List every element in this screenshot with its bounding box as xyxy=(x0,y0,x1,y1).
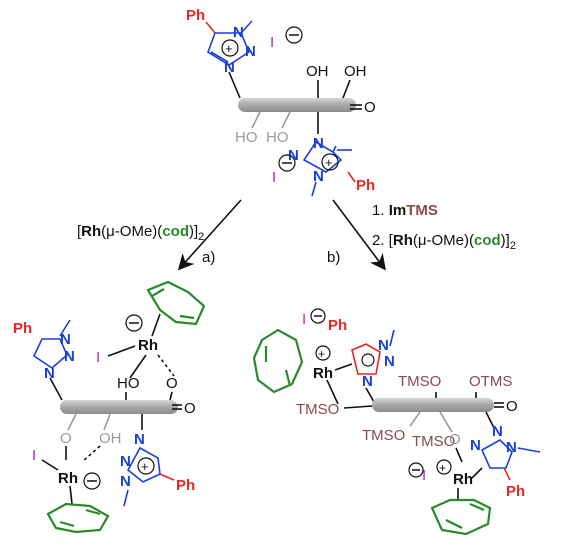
n-atom: N xyxy=(233,24,244,41)
n-atom: N xyxy=(384,353,395,370)
reagent-b-step2: 2. [Rh(μ-OMe)(cod)]2 xyxy=(372,232,516,252)
n-atom: N xyxy=(313,168,324,185)
plus-sign: + xyxy=(225,41,233,56)
rh-label: Rh xyxy=(313,365,333,382)
hydroxyl-label: HO xyxy=(266,129,289,146)
hydroxyl-label: HO xyxy=(235,129,258,146)
sugar-chain xyxy=(372,398,494,412)
iodide-label: I xyxy=(422,467,426,484)
carbonyl-oxygen: O xyxy=(184,400,196,417)
path-b-label: b) xyxy=(327,249,340,266)
ho-label: HO xyxy=(117,375,140,392)
o-lower: O xyxy=(60,430,72,447)
plus-charge-icon xyxy=(436,459,452,475)
arrow-path-b xyxy=(332,199,386,271)
n-atom: N xyxy=(44,365,55,382)
n-atom: N xyxy=(245,43,256,60)
n-atom: N xyxy=(60,331,71,348)
reagent-a-text: [Rh(μ-OMe)(cod)]2 xyxy=(77,223,204,243)
hydroxyl-label: OH xyxy=(306,63,329,80)
iodide-label: I xyxy=(272,169,276,186)
n-atom: N xyxy=(313,135,324,152)
rh-label: Rh xyxy=(138,337,158,354)
oh-lower: OH xyxy=(99,430,122,447)
minus-charge-icon xyxy=(408,462,424,478)
reagent-a: [Rh(μ-OMe)(cod)]2 a) xyxy=(77,223,215,266)
cod-ligand-icon xyxy=(252,328,304,394)
path-a-label: a) xyxy=(202,249,215,266)
minus-charge-icon xyxy=(83,472,101,490)
phenyl-label: Ph xyxy=(356,177,375,194)
minus-charge-icon xyxy=(310,308,326,324)
iodide-label: I xyxy=(32,447,36,464)
cod-ligand-icon xyxy=(46,502,110,534)
minus-charge-icon xyxy=(278,154,296,172)
hydroxyl-label: OH xyxy=(344,63,367,80)
phenyl-label: Ph xyxy=(186,7,205,24)
iodide-label: I xyxy=(270,34,274,51)
iodide-label: I xyxy=(96,349,100,366)
svg-text:+: + xyxy=(439,461,446,475)
svg-text:+: + xyxy=(141,459,149,474)
carbonyl-oxygen: O xyxy=(364,99,376,116)
n-atom: N xyxy=(378,337,389,354)
n-atom: N xyxy=(64,348,75,365)
upper-triazolium: Ph N N N + xyxy=(186,7,256,99)
n-atom: N xyxy=(134,431,145,448)
reagent-b-step1: 1. ImTMS xyxy=(372,202,438,219)
o-bridge: O xyxy=(166,375,178,392)
sugar-chain xyxy=(60,400,178,414)
plus-charge-icon xyxy=(221,39,239,57)
arrow-path-a xyxy=(177,199,242,271)
nhc-triazole: N N N xyxy=(351,329,395,403)
triazole-lower: N N N Ph xyxy=(470,423,541,500)
svg-text:+: + xyxy=(325,155,333,170)
cod-ligand-icon xyxy=(146,280,206,326)
rh-label: Rh xyxy=(453,471,473,488)
phenyl-label: Ph xyxy=(506,483,525,500)
minus-charge-icon xyxy=(285,26,303,44)
svg-text:+: + xyxy=(318,347,325,361)
o-lower: O xyxy=(449,431,461,448)
n-atom: N xyxy=(120,473,131,490)
rh-label: Rh xyxy=(58,470,78,487)
tms-o-label: OTMS xyxy=(469,373,512,390)
starting-material: Ph N N N + I OH OH O HO HO N N N xyxy=(186,7,376,197)
lower-triazolium: N N N + Ph xyxy=(288,135,375,197)
plus-charge-icon xyxy=(315,345,331,361)
minus-charge-icon xyxy=(125,314,143,332)
tms-o-label: TMSO xyxy=(362,427,405,444)
phenyl-label: Ph xyxy=(176,477,195,494)
n-atom: N xyxy=(224,59,235,76)
iodide-label: I xyxy=(302,311,306,328)
product-a: Rh I HO O Ph N N N O O OH I xyxy=(13,280,206,534)
n-atom: N xyxy=(362,373,373,390)
tms-o-label: TMSO xyxy=(398,373,441,390)
n-atom: N xyxy=(492,423,503,440)
n-atom: N xyxy=(288,147,299,164)
carbonyl-oxygen: O xyxy=(506,398,518,415)
phenyl-label: Ph xyxy=(13,320,32,337)
cod-ligand-icon xyxy=(430,498,492,536)
triazole-left: Ph N N N xyxy=(13,319,75,401)
product-b: I Ph Rh + N N N TMSO OTMS O TMS xyxy=(252,308,541,536)
sugar-chain xyxy=(238,98,356,112)
phenyl-label: Ph xyxy=(328,317,347,334)
triazole-right: N N N + Ph xyxy=(120,431,195,507)
tms-o-label: TMSO xyxy=(296,401,339,418)
tms-o-label: TMSO xyxy=(412,433,455,450)
reagent-b: b) 1. ImTMS 2. [Rh(μ-OMe)(cod)]2 xyxy=(327,202,516,266)
n-atom: N xyxy=(120,453,131,470)
n-atom: N xyxy=(506,439,517,456)
plus-charge-icon xyxy=(321,153,339,171)
n-atom: N xyxy=(470,437,481,454)
plus-charge-icon xyxy=(137,457,155,475)
